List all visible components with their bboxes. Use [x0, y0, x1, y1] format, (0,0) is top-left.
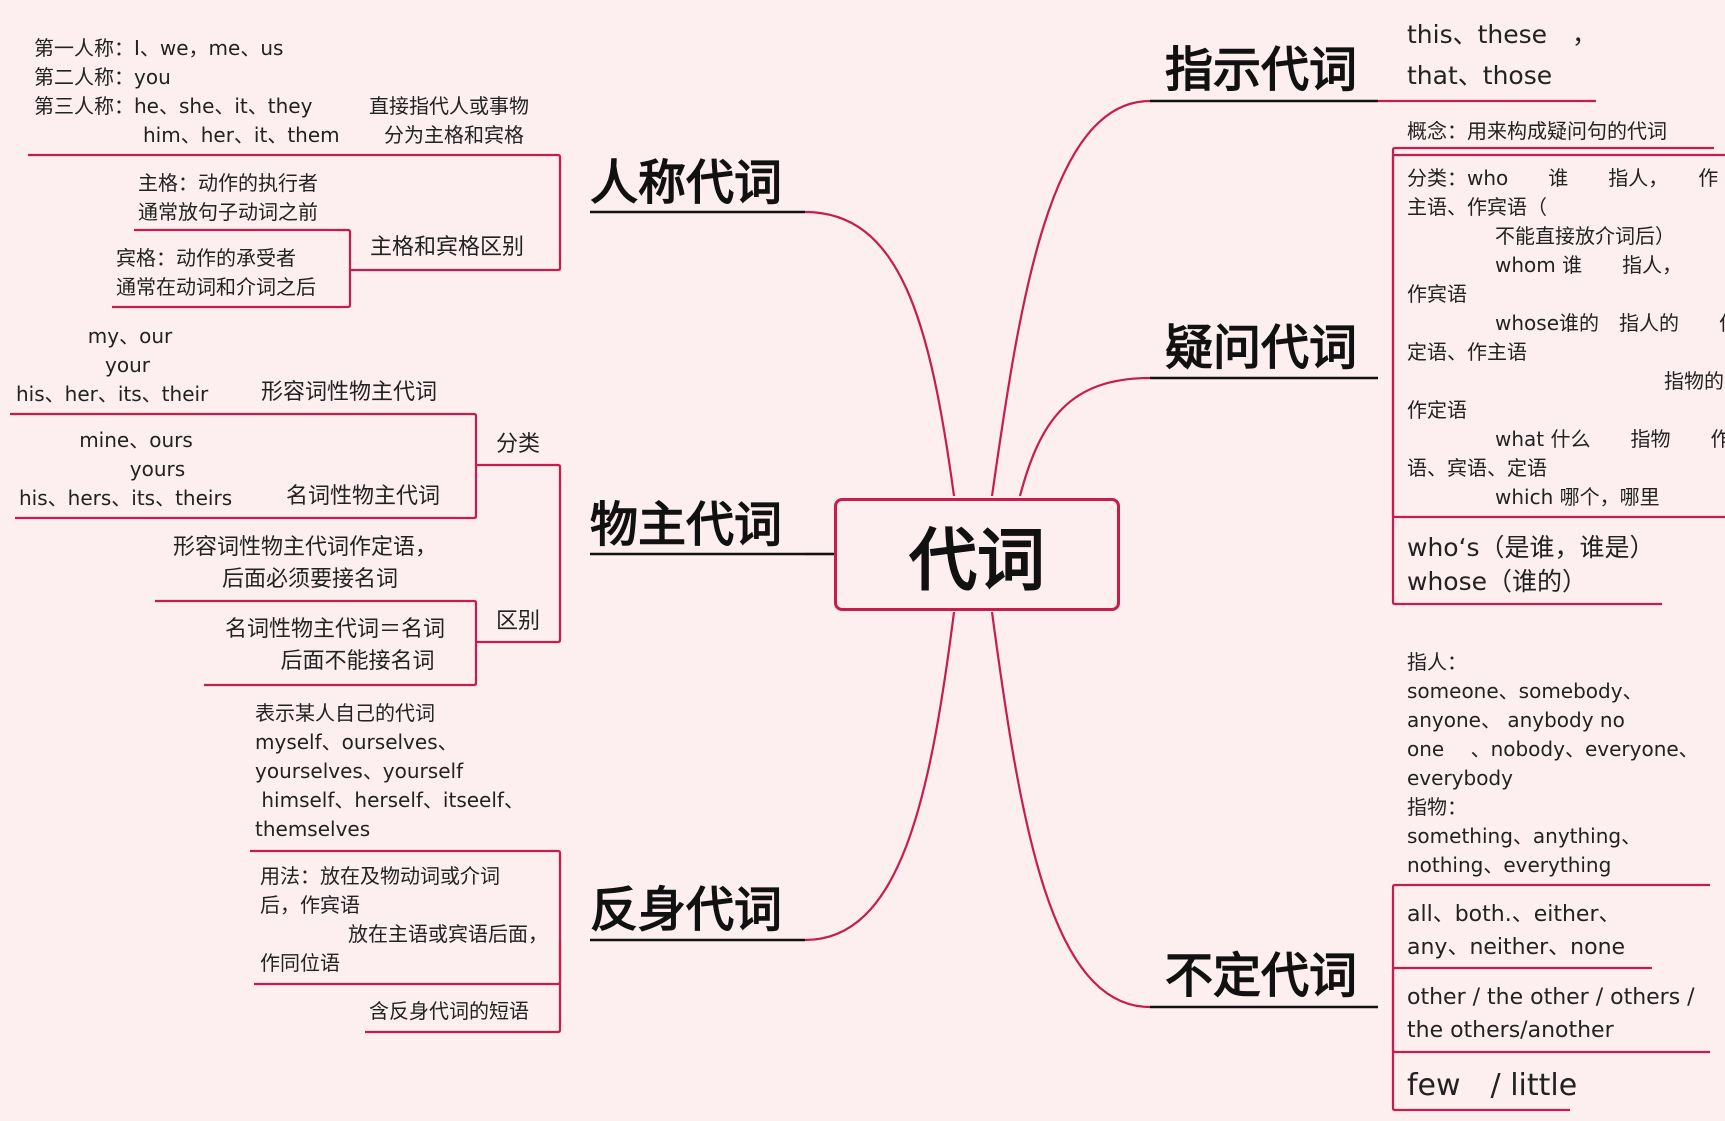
case-split-text: 分为主格和宾格 [384, 123, 524, 147]
nominative-position: 通常放句子动词之前 [138, 200, 318, 224]
connector-interrogative [1018, 376, 1151, 497]
indefinite-list-3: anyone、 anybody no [1407, 708, 1625, 732]
demonstrative-far: that、those [1407, 61, 1553, 90]
interrogative-classify-5: 作宾语 [1407, 282, 1467, 306]
indefinite-list-5: everybody [1407, 766, 1513, 790]
central-topic[interactable]: 代词 [834, 498, 1120, 611]
indefinite-list-6: 指物： [1407, 795, 1467, 819]
indefinite-group1-line2: any、neither、none [1407, 935, 1626, 960]
connector-personal [804, 210, 956, 497]
whose-meaning: whose（谁的） [1407, 567, 1587, 596]
reflexive-desc-line-2: myself、ourselves、 [255, 730, 458, 754]
adj-possessive-form-1: my、our [87, 324, 173, 348]
objective-definition: 宾格：动作的承受者 [116, 246, 296, 270]
direct-reference-text: 直接指代人或事物 [369, 94, 529, 118]
reflexive-usage-line-3: 放在主语或宾语后面， [348, 922, 548, 946]
branch-demonstrative-pronouns[interactable]: 指示代词 [1165, 42, 1358, 98]
interrogative-classify-9: 作定语 [1407, 398, 1467, 422]
interrogative-classify-12: which 哪个，哪里 [1495, 485, 1660, 509]
reflexive-desc-line-4: himself、herself、itseelf、 [255, 788, 524, 812]
indefinite-list-2: someone、somebody、 [1407, 679, 1643, 703]
interrogative-classify-6: whose谁的 指人的 作 [1495, 311, 1725, 335]
indefinite-list-7: something、anything、 [1407, 824, 1642, 848]
demonstrative-near: this、these ， [1407, 20, 1598, 49]
interrogative-classify-2: 主语、作宾语（ [1407, 195, 1547, 219]
indefinite-group3: few / little [1407, 1068, 1578, 1103]
nominative-definition: 主格：动作的执行者 [138, 171, 318, 195]
case-difference-label[interactable]: 主格和宾格区别 [370, 235, 525, 260]
reflexive-usage-line-4: 作同位语 [260, 951, 340, 975]
interrogative-classify-4: whom 谁 指人， [1495, 253, 1713, 277]
whos-meaning: who‘s（是谁，谁是） [1407, 533, 1655, 562]
noun-possessive-rule-2: 后面不能接名词 [280, 649, 435, 674]
noun-possessive-rule-1: 名词性物主代词＝名词 [224, 617, 445, 642]
branch-personal-pronouns[interactable]: 人称代词 [590, 155, 783, 211]
indefinite-group1-line1: all、both.、either、 [1407, 902, 1621, 927]
adj-possessive-label[interactable]: 形容词性物主代词 [261, 380, 438, 405]
interrogative-classify-3: 不能直接放介词后） [1495, 224, 1675, 248]
second-person-text: 第二人称：you [34, 65, 171, 89]
interrogative-classify-1: 分类：who 谁 指人， 作 [1407, 166, 1719, 190]
adj-possessive-form-2: your [105, 353, 150, 377]
noun-possessive-form-1: mine、ours [79, 428, 193, 452]
third-person-objective-text: him、her、it、them [143, 123, 340, 147]
adj-possessive-form-3: his、her、its、their [16, 382, 209, 406]
indefinite-group2-line2: the others/another [1407, 1018, 1614, 1043]
connector-reflexive [804, 611, 956, 942]
indefinite-list-1: 指人： [1407, 650, 1467, 674]
branch-reflexive-pronouns[interactable]: 反身代词 [590, 882, 783, 938]
noun-possessive-form-3: his、hers、its、theirs [19, 486, 233, 510]
reflexive-phrases-label[interactable]: 含反身代词的短语 [369, 999, 529, 1023]
difference-label[interactable]: 区别 [496, 609, 541, 634]
connector-indefinite [990, 611, 1151, 1009]
indefinite-group2-line1: other / the other / others / [1407, 985, 1695, 1010]
classify-label[interactable]: 分类 [496, 432, 541, 457]
first-person-text: 第一人称：I、we，me、us [34, 36, 284, 60]
interrogative-concept[interactable]: 概念：用来构成疑问句的代词 [1407, 119, 1667, 143]
indefinite-list-4: one 、nobody、everyone、 [1407, 737, 1699, 761]
reflexive-desc-line-3: yourselves、yourself [255, 759, 464, 783]
interrogative-classify-10: what 什么 指物 作主 [1495, 427, 1725, 451]
noun-possessive-form-2: yours [129, 457, 186, 481]
reflexive-desc-line-1: 表示某人自己的代词 [255, 701, 435, 725]
branch-indefinite-pronouns[interactable]: 不定代词 [1165, 948, 1358, 1004]
branch-interrogative-pronouns[interactable]: 疑问代词 [1165, 320, 1358, 376]
interrogative-classify-11: 语、宾语、定语 [1407, 456, 1547, 480]
noun-possessive-label[interactable]: 名词性物主代词 [286, 484, 441, 509]
third-person-text: 第三人称：he、she、it、they [34, 94, 313, 118]
branch-possessive-pronouns[interactable]: 物主代词 [590, 497, 783, 553]
reflexive-usage-line-1: 用法：放在及物动词或介词 [260, 864, 500, 888]
adj-possessive-rule-2: 后面必须要接名词 [221, 567, 398, 592]
reflexive-desc-line-5: themselves [255, 817, 371, 841]
connector-demonstrative [990, 99, 1151, 497]
indefinite-list-8: nothing、everything [1407, 853, 1612, 877]
objective-position: 通常在动词和介词之后 [116, 275, 316, 299]
interrogative-classify-7: 定语、作主语 [1407, 340, 1527, 364]
reflexive-usage-line-2: 后，作宾语 [260, 893, 360, 917]
interrogative-classify-8: 指物的 [1664, 369, 1724, 393]
adj-possessive-rule-1: 形容词性物主代词作定语， [172, 535, 437, 560]
